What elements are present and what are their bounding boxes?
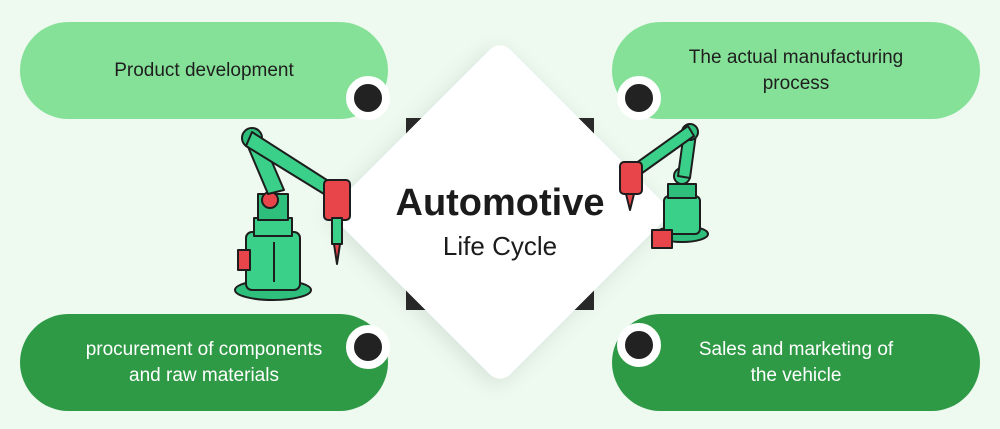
stage-product-development: Product development — [20, 22, 388, 119]
robot-arm-left-icon — [234, 127, 351, 301]
connector-dot-tr — [617, 76, 661, 120]
connector-dot-tl — [346, 76, 390, 120]
stage-procurement: procurement of components and raw materi… — [20, 314, 388, 411]
connector-dot-bl — [346, 325, 390, 369]
robot-arm-right-icon — [619, 123, 709, 249]
center-title: Automotive — [395, 182, 605, 224]
stage-sales-marketing: Sales and marketing of the vehicle — [612, 314, 980, 411]
stage-manufacturing: The actual manufacturing process — [612, 22, 980, 119]
center-subtitle: Life Cycle — [442, 231, 558, 261]
connector-dot-br — [617, 323, 661, 367]
